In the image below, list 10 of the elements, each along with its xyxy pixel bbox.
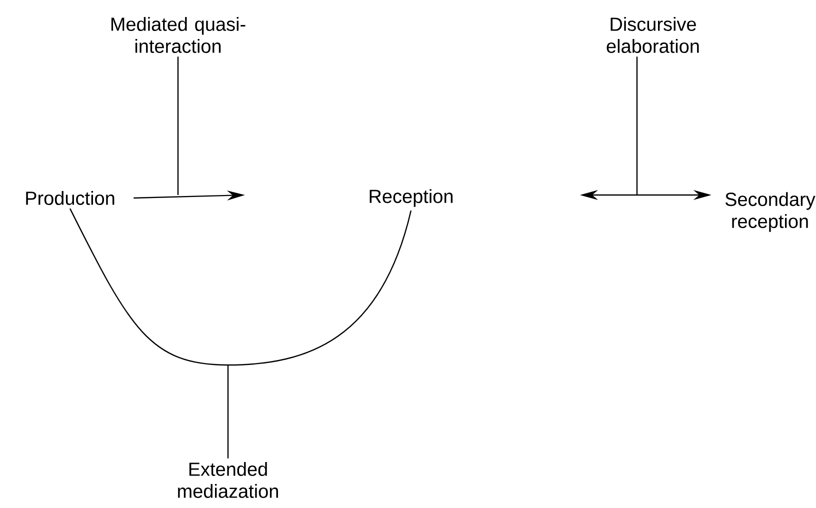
node-label: Discursive elaboration [606,17,699,53]
curve [69,208,412,366]
node-label: Extended mediazation [178,462,278,498]
connector-line [636,56,638,195]
node-label: Reception [370,189,453,207]
node-label: Production [26,191,114,205]
node-label: Mediated quasi-interaction [111,17,246,53]
connector-line [177,56,179,195]
connector-line [227,365,229,458]
node-label: Secondary reception [725,192,816,232]
